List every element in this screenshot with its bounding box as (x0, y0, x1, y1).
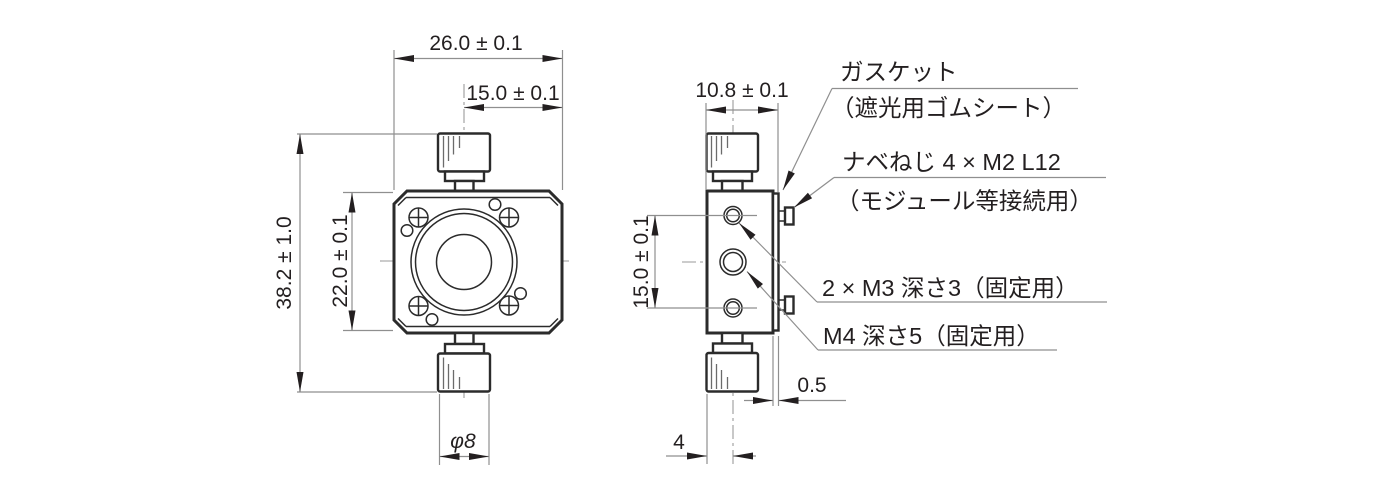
m4-hole-middle (719, 248, 747, 276)
gasket-strip (771, 192, 780, 332)
side-top-knob (705, 132, 760, 193)
small-hole-bottom-left (425, 312, 439, 327)
pan-screw-side-top (777, 206, 795, 226)
pan-head-screw-bottom-right (498, 295, 520, 316)
gasket-leader-arrow (782, 88, 833, 191)
aperture-middle-ring (414, 212, 514, 312)
dim-knob-diameter: φ8 (450, 430, 476, 453)
pan-head-screw-top-left (408, 207, 429, 228)
dim-body-height: 22.0 ± 0.1 (329, 214, 352, 307)
dim-overall-height: 38.2 ± 1.0 (273, 216, 296, 309)
callout-pan-screw-line2: （モジュール等接続用） (836, 188, 1093, 214)
callout-gasket-line2: （遮光用ゴムシート） (831, 95, 1066, 121)
side-bottom-knob (705, 331, 760, 393)
dim-front-width: 26.0 ± 0.1 (429, 32, 522, 55)
dim-gasket-thickness: 0.5 (797, 374, 826, 397)
callout-m3-holes: 2 × M3 深さ3（固定用） (738, 222, 1107, 303)
side-dimensions: 10.8 ± 0.1 15.0 ± 0.1 0.5 4 (630, 79, 846, 464)
front-bottom-knob (436, 331, 492, 393)
m4-leader-arrow (746, 271, 819, 351)
dim-side-depth: 10.8 ± 0.1 (695, 79, 788, 102)
callouts: ガスケット （遮光用ゴムシート） ナベねじ 4 × M2 L12 （モジュール等… (738, 59, 1107, 351)
front-dimensions: 26.0 ± 0.1 15.0 ± 0.1 38.2 ± 1.0 22.0 ± … (273, 32, 564, 465)
m3-leader-arrow (738, 222, 818, 303)
callout-m4-text: M4 深さ5（固定用） (823, 323, 1040, 349)
callout-pan-screw: ナベねじ 4 × M2 L12 （モジュール等接続用） (793, 149, 1106, 214)
pan-screw-leader-arrow (793, 177, 835, 208)
front-body (392, 189, 564, 335)
callout-pan-screw-line1: ナベねじ 4 × M2 L12 (842, 149, 1061, 175)
pan-head-screw-bottom-left (408, 295, 429, 317)
callout-m3-text: 2 × M3 深さ3（固定用） (822, 275, 1079, 301)
callout-gasket: ガスケット （遮光用ゴムシート） (782, 59, 1078, 191)
dim-front-center-to-edge: 15.0 ± 0.1 (466, 82, 559, 105)
aperture-outer-ring (410, 208, 518, 316)
front-view (380, 84, 570, 399)
callout-m4-hole: M4 深さ5（固定用） (746, 271, 1057, 351)
dim-hole-pitch: 15.0 ± 0.1 (630, 215, 653, 308)
small-hole-top-left (400, 223, 414, 238)
callout-gasket-line1: ガスケット (840, 59, 958, 85)
side-view (682, 100, 795, 466)
small-hole-top-right (488, 197, 502, 212)
side-body (705, 189, 795, 335)
dim-hole-offset: 4 (673, 431, 685, 454)
front-top-knob (436, 132, 492, 193)
pan-screw-side-bottom (777, 295, 795, 315)
small-hole-bottom-right (513, 286, 528, 301)
aperture-bore (435, 233, 493, 291)
pan-head-screw-top-right (498, 207, 520, 228)
